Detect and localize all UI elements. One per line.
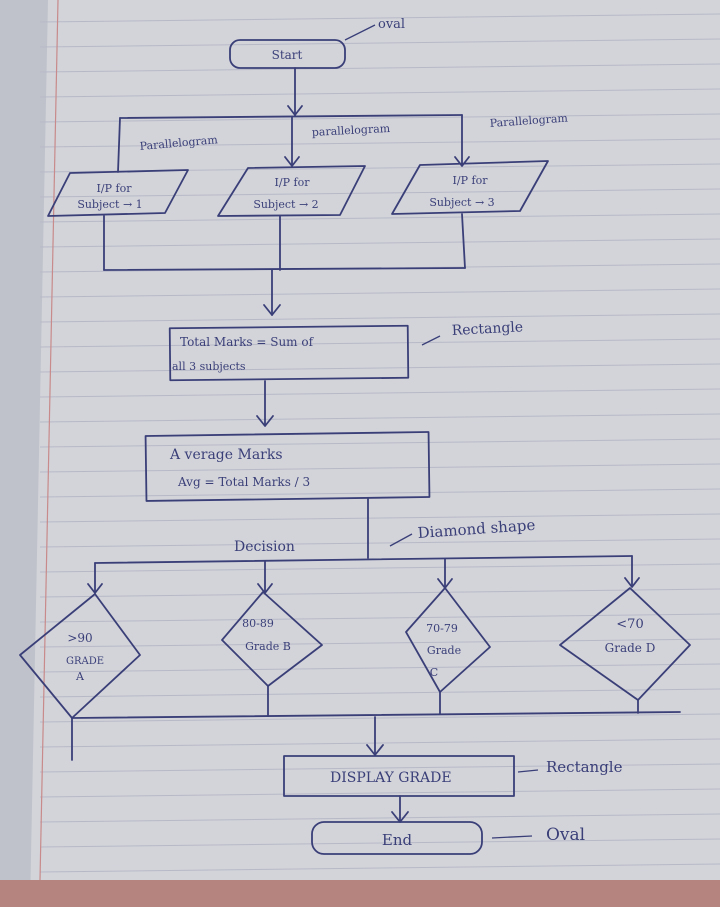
decision-c-line1: 70-79 [426, 622, 458, 635]
ruled-line [39, 763, 720, 773]
display-grade-label: DISPLAY GRADE [330, 770, 452, 786]
decision-d-arrowhead [624, 577, 640, 588]
average-marks-rect [144, 431, 431, 502]
ruled-line [39, 738, 720, 748]
input-subject-3-line1: I/P for [453, 174, 489, 187]
ruled-line [39, 138, 720, 148]
decision-c-line3: C [430, 666, 438, 679]
ruled-line [39, 463, 720, 473]
ruled-line [39, 538, 720, 548]
input2-arrowhead [284, 156, 300, 167]
input-subject-2-line2: Subject → 2 [253, 198, 318, 211]
decision-b-line1: 80-89 [242, 617, 274, 630]
oval-note-top: oval [378, 17, 405, 32]
ruled-line [39, 688, 720, 698]
decision-a-line1: >90 [67, 631, 92, 645]
input-merge-line [103, 267, 466, 271]
page-edge-shadow [0, 0, 48, 907]
ruled-line [39, 513, 720, 523]
diamond-note-arrow [389, 533, 413, 547]
rect-note-display: Rectangle [546, 758, 623, 776]
input-subject-1-line2: Subject → 1 [77, 198, 142, 211]
input3-arrowhead [454, 156, 470, 167]
decision-merge-line [71, 711, 681, 719]
ruled-line [39, 488, 720, 498]
input1-connector [117, 117, 121, 173]
ruled-line [39, 63, 720, 73]
ruled-line [39, 863, 720, 873]
decision-b-line2: Grade B [245, 640, 291, 653]
decision-a-line3: A [75, 670, 85, 683]
ruled-line [39, 413, 720, 423]
ruled-line [39, 13, 720, 23]
ruled-line [39, 788, 720, 798]
ruled-line [39, 613, 720, 623]
decision-c-line2: Grade [427, 644, 461, 657]
start-oval [229, 39, 346, 69]
end-oval [311, 821, 483, 855]
ruled-line [39, 663, 720, 673]
ruled-line [39, 38, 720, 48]
input-subject-3-line2: Subject → 3 [429, 196, 494, 209]
input-subject-2-shape [217, 165, 366, 217]
ruled-line [39, 838, 720, 848]
ruled-line [39, 813, 720, 823]
ruled-line [39, 638, 720, 648]
display-grade-rect [283, 755, 515, 797]
decision-label: Decision [234, 539, 295, 555]
rect-note-arrow-2 [517, 769, 539, 773]
ruled-lines [39, 13, 720, 873]
rect-note-arrow-1 [421, 335, 441, 346]
ruled-line [39, 563, 720, 573]
ruled-line [39, 113, 720, 123]
ruled-line [39, 288, 720, 298]
input-split-line [119, 114, 463, 119]
para-note-mid: parallelogram [311, 122, 391, 139]
decision-a-arrowhead [87, 583, 103, 594]
ruled-line [39, 238, 720, 248]
decision-a-line2: GRADE [66, 656, 104, 667]
start-down-arrowhead [287, 105, 303, 116]
oval-note-bottom: Oval [546, 825, 585, 845]
input-subject-3-shape [391, 160, 549, 215]
decision-d-line1: <70 [616, 617, 643, 632]
ruled-line [39, 363, 720, 373]
merge-to-display-arrowhead [366, 744, 384, 756]
total-marks-line1: Total Marks = Sum of [180, 335, 315, 349]
oval-note-arrow-bottom [491, 835, 533, 839]
ruled-line [39, 388, 720, 398]
ruled-line [39, 313, 720, 323]
ruled-line [39, 713, 720, 723]
end-label: End [382, 831, 413, 849]
decision-d-line2: Grade D [605, 641, 656, 655]
ruled-line [39, 88, 720, 98]
input-subject-1-line1: I/P for [97, 182, 133, 195]
ruled-line [39, 213, 720, 223]
decision-split-line [94, 555, 633, 564]
average-line2: Avg = Total Marks / 3 [177, 475, 310, 489]
merge-down-arrowhead [263, 304, 281, 316]
ruled-line [39, 338, 720, 348]
ruled-line [39, 588, 720, 598]
para-note-right: Parallelogram [489, 112, 569, 130]
input-subject-1-shape [47, 169, 189, 217]
average-line1: A verage Marks [169, 447, 283, 463]
rect-note-total: Rectangle [451, 319, 523, 339]
ruled-line [39, 438, 720, 448]
input-subject-2-line1: I/P for [275, 176, 311, 189]
ruled-line [39, 188, 720, 198]
total-marks-rect [168, 324, 410, 382]
total-down-arrowhead [256, 415, 274, 427]
total-marks-line2: all 3 subjects [172, 360, 246, 373]
start-label: Start [272, 48, 303, 62]
oval-note-arrow [344, 24, 376, 41]
margin-line [39, 0, 59, 881]
page-bottom-edge [0, 880, 720, 907]
input3-merge-down [461, 213, 466, 269]
